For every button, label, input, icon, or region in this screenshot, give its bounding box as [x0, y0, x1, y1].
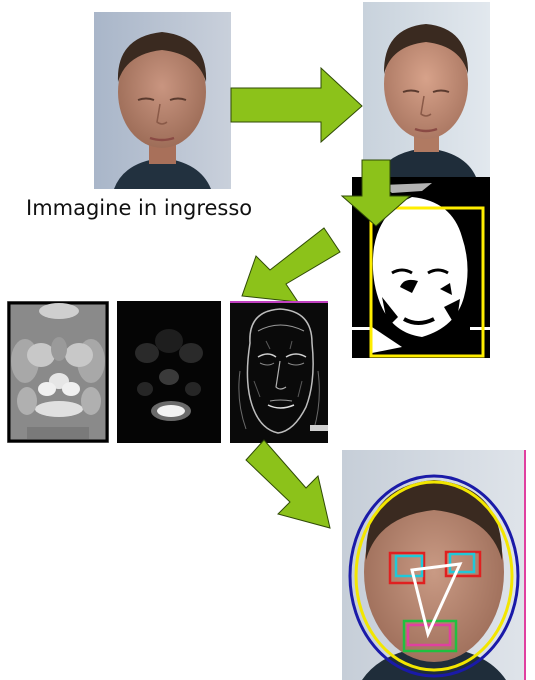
arrow-right-icon: [230, 66, 363, 144]
arrow-down-left-icon: [241, 227, 341, 303]
input-face-photo: [94, 12, 231, 189]
input-image-caption: Immagine in ingresso: [26, 196, 253, 220]
grayscale-feature-map: [7, 301, 109, 443]
dark-feature-map: [117, 301, 221, 443]
binary-face-mask: [352, 177, 490, 358]
arrow-down-icon: [340, 159, 412, 227]
arrow-down-right-icon: [245, 439, 331, 529]
detected-features-face: [342, 450, 526, 680]
edge-feature-map: [230, 301, 328, 443]
processed-face-photo: [363, 2, 490, 177]
